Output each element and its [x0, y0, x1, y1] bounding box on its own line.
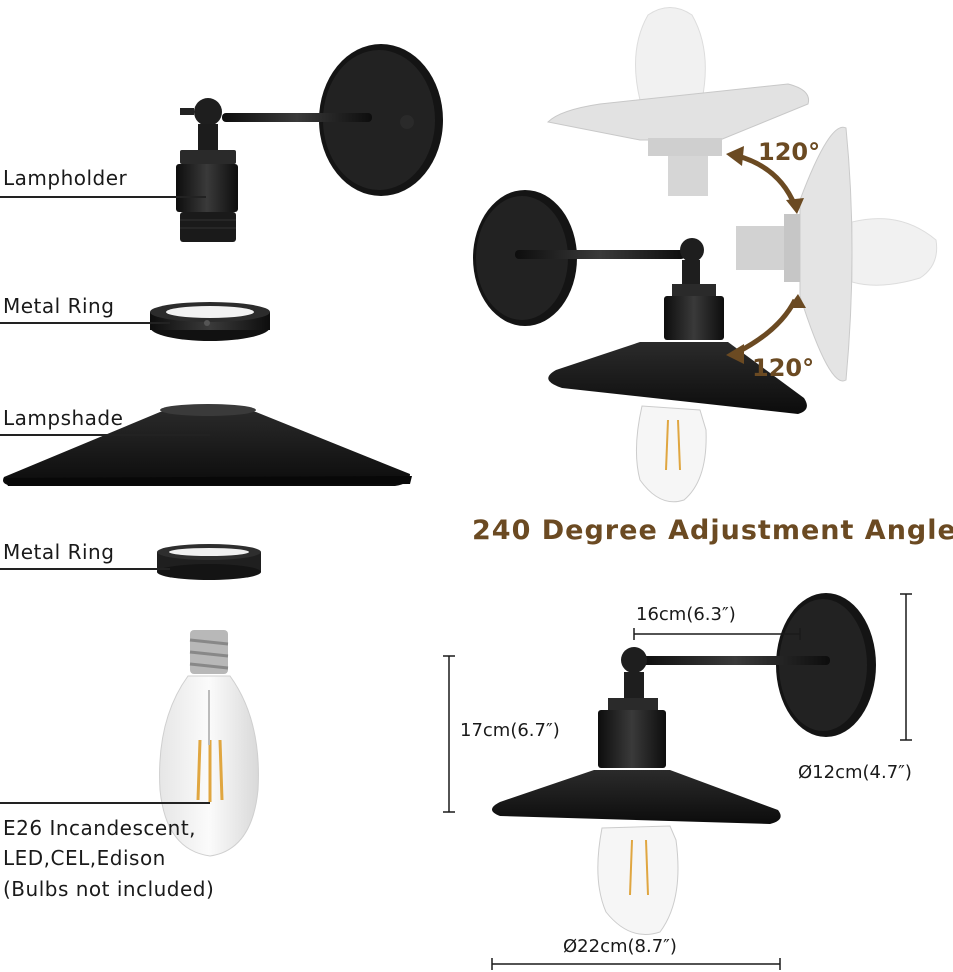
dimension-height: 17cm(6.7″) — [460, 720, 560, 741]
angle-label-top: 120° — [758, 138, 821, 166]
adjustment-diagram — [473, 7, 938, 503]
adjustment-title: 240 Degree Adjustment Angle — [472, 515, 953, 546]
wall-arm-with-lampholder — [176, 44, 443, 242]
label-bulb-line3: (Bulbs not included) — [3, 877, 215, 901]
lampshade-part — [3, 404, 412, 486]
label-lampholder: Lampholder — [3, 166, 128, 190]
label-metal-ring-bottom: Metal Ring — [3, 540, 115, 564]
label-bulb-line1: E26 Incandescent, — [3, 816, 197, 840]
dimension-arm-length: 16cm(6.3″) — [636, 604, 736, 625]
leader-line-metal-ring-bottom — [0, 568, 170, 570]
arrow-heads — [726, 146, 806, 364]
dimension-shade-diameter: Ø22cm(8.7″) — [563, 936, 677, 957]
metal-ring-top — [150, 302, 270, 341]
leader-line-lampholder — [0, 196, 206, 198]
leader-line-metal-ring-top — [0, 322, 170, 324]
leader-line-bulb — [0, 802, 210, 804]
leader-line-lampshade — [0, 434, 210, 436]
dimension-lines — [443, 593, 912, 970]
angle-label-bottom: 120° — [752, 354, 815, 382]
label-bulb-line2: LED,CEL,Edison — [3, 846, 166, 870]
label-metal-ring-top: Metal Ring — [3, 294, 115, 318]
dimension-backplate-diameter: Ø12cm(4.7″) — [798, 762, 912, 783]
metal-ring-bottom — [157, 544, 261, 580]
dimension-drawing — [492, 593, 876, 935]
label-lampshade: Lampshade — [3, 406, 124, 430]
edison-bulb — [159, 630, 259, 857]
